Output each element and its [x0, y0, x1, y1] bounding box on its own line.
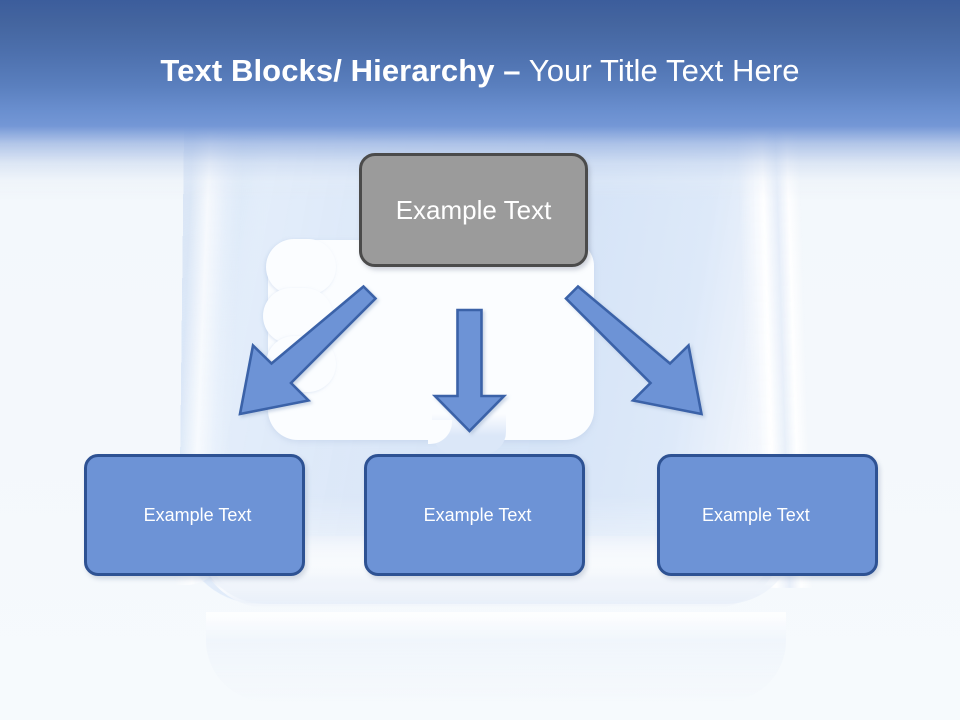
hierarchy-child-node-1[interactable]: Example Text — [84, 454, 305, 576]
hierarchy-child-node-3[interactable]: Example Text — [657, 454, 878, 576]
device-reflection-glow — [206, 612, 786, 702]
hierarchy-child-label-2: Example Text — [423, 504, 532, 525]
page-title: Text Blocks/ Hierarchy – Your Title Text… — [0, 52, 960, 90]
hierarchy-child-node-2[interactable]: Example Text — [364, 454, 585, 576]
title-banner — [0, 0, 960, 126]
thumbs-up-finger-3 — [266, 336, 336, 392]
hierarchy-child-label-1: Example Text — [143, 504, 252, 525]
thumbs-up-finger-1 — [266, 239, 336, 295]
hierarchy-child-label-3: Example Text — [702, 504, 810, 525]
page-title-bold: Text Blocks/ Hierarchy – — [160, 53, 521, 88]
page-title-light: Your Title Text Here — [520, 53, 800, 88]
hierarchy-root-node[interactable]: Example Text — [359, 153, 588, 267]
hierarchy-root-label: Example Text — [395, 194, 552, 225]
